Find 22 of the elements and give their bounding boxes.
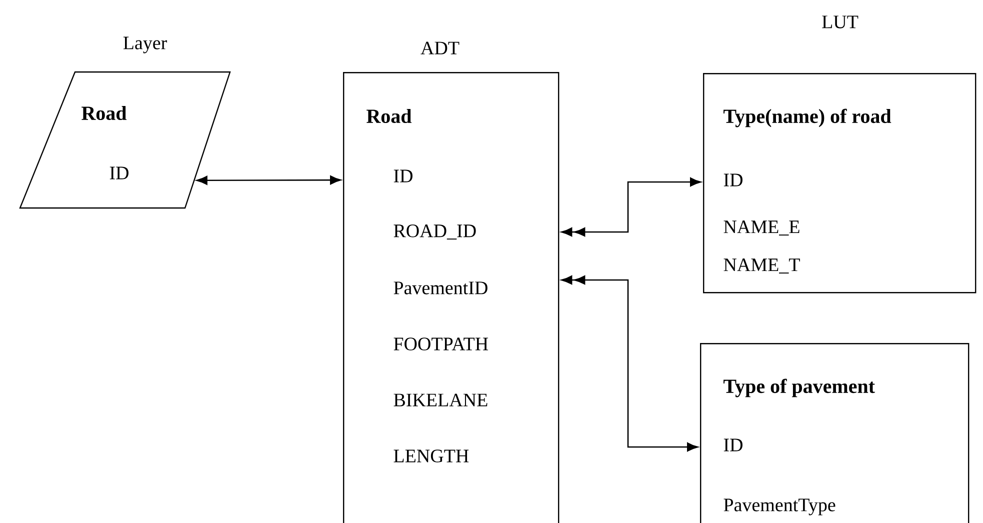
field-name: NAME_T (724, 258, 800, 274)
field-name: FOOTPATH (394, 338, 488, 350)
arrow (196, 176, 342, 185)
table-title: Type of pavement (724, 378, 875, 398)
field-name: PavementType (724, 498, 836, 516)
column-heading: LUT (822, 16, 858, 28)
field-name: PavementID (394, 282, 488, 294)
field-name: ID (110, 166, 128, 180)
column-heading: Layer (123, 36, 167, 54)
field-name: LENGTH (394, 450, 469, 462)
field-name: ID (724, 438, 742, 452)
arrow (561, 276, 698, 452)
table-title: Road (82, 106, 127, 120)
table-title: Type(name) of road (724, 108, 892, 128)
field-name: BIKELANE (394, 394, 488, 406)
field-name: ROAD_ID (394, 224, 476, 240)
column-heading: ADT (420, 42, 460, 54)
arrow (561, 178, 702, 237)
table-title: Road (366, 108, 412, 124)
field-name: NAME_E (724, 220, 800, 236)
field-name: ID (724, 174, 742, 186)
field-name: ID (394, 170, 412, 182)
